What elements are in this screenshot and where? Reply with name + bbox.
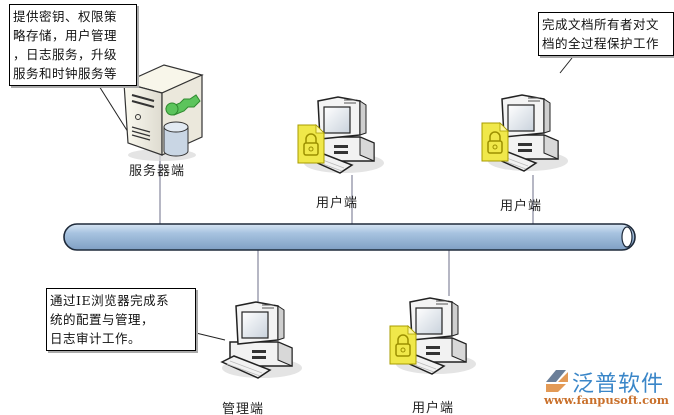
lock-document-icon — [297, 124, 325, 164]
lock-document-icon — [389, 325, 417, 365]
user-pc-icon-top-center — [297, 96, 385, 174]
user-label-top-center: 用户端 — [316, 196, 359, 211]
user-label-top-right: 用户端 — [500, 199, 543, 214]
database-icon — [163, 121, 189, 157]
key-icon — [165, 94, 201, 116]
server-icon — [122, 64, 204, 161]
logo-url: www.fanpusoft.com — [544, 393, 669, 407]
callout-line: 统的配置与管理， — [50, 312, 155, 327]
admin-label: 管理端 — [222, 402, 265, 415]
user-callout: 完成文档所有者对文 档的全过程保护工作 — [538, 12, 674, 56]
callout-line: 提供密钥、权限策 — [13, 9, 118, 24]
user-pc-icon-top-right — [481, 94, 569, 172]
network-bus — [63, 223, 636, 251]
callout-line: 服务和时钟服务等 — [13, 66, 118, 81]
fanpusoft-logo: 泛普软件 www.fanpusoft.com — [544, 366, 669, 411]
admin-callout: 通过IE浏览器完成系 统的配置与管理， 日志审计工作。 — [46, 288, 196, 351]
logo-name: 泛普软件 — [572, 372, 665, 397]
server-callout: 提供密钥、权限策 略存储，用户管理 ，日志服务，升级 服务和时钟服务等 — [9, 4, 137, 86]
callout-line: 略存储，用户管理 — [13, 28, 118, 43]
callout-line: 档的全过程保护工作 — [542, 36, 660, 51]
server-label: 服务器端 — [129, 164, 186, 179]
admin-pc-icon — [221, 301, 303, 379]
lock-document-icon — [481, 122, 509, 162]
callout-line: 完成文档所有者对文 — [542, 17, 660, 32]
callout-line: ，日志服务，升级 — [13, 47, 118, 62]
logo-mark-icon — [546, 370, 568, 392]
callout-line: 通过IE浏览器完成系 — [50, 293, 170, 308]
bus-connectors — [159, 155, 534, 302]
callout-line: 日志审计工作。 — [50, 331, 142, 346]
user-label-bottom: 用户端 — [412, 401, 455, 415]
user-pc-icon-bottom — [389, 297, 477, 375]
callout-pointers — [93, 57, 573, 341]
